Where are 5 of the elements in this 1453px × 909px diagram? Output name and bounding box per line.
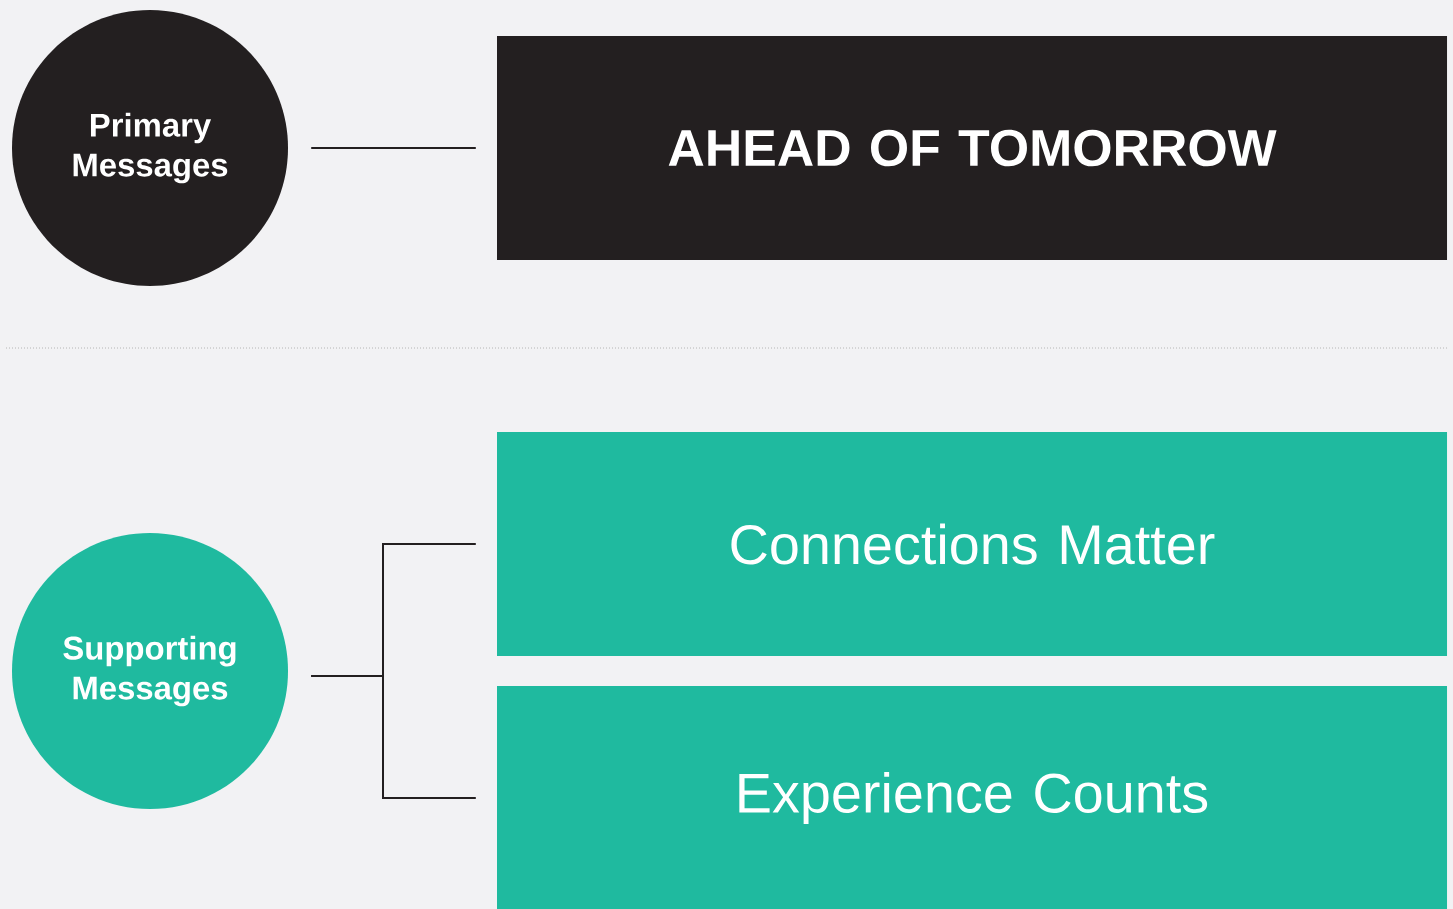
message-box: Experience Counts [497, 686, 1448, 909]
message-box: Connections Matter [497, 432, 1448, 656]
connector-line [310, 147, 477, 149]
connector-line [310, 675, 477, 799]
message-box: AHEAD OF TOMORROW [497, 36, 1448, 260]
